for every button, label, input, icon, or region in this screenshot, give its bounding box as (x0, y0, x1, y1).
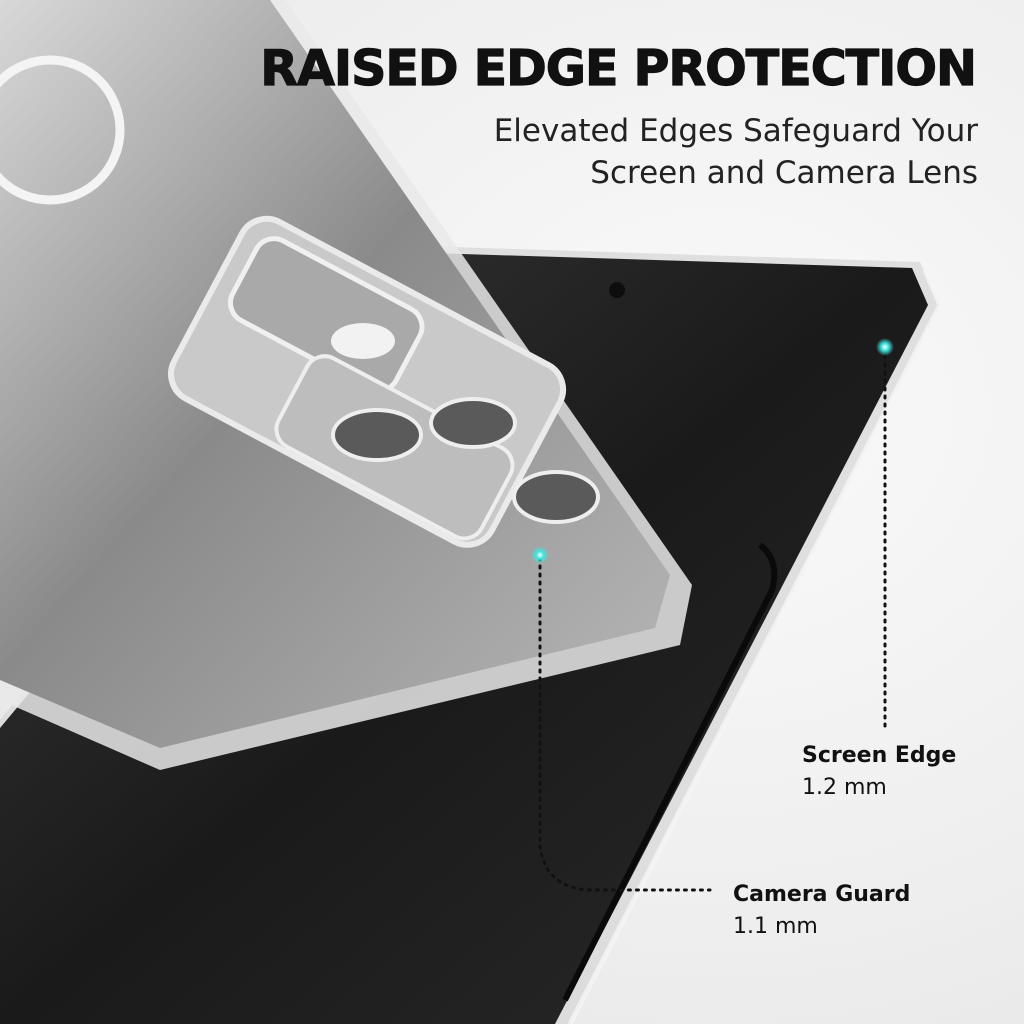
phone-back-with-case (0, 0, 692, 770)
subtitle-line-1: Elevated Edges Safeguard Your (493, 113, 978, 149)
camera-guard-leader-line (538, 556, 712, 892)
headline-subtitle: Elevated Edges Safeguard Your Screen and… (494, 110, 978, 194)
camera-guard-callout: Camera Guard 1.1 mm (733, 879, 910, 943)
camera-lens-1 (331, 408, 423, 462)
camera-lens-3 (512, 470, 600, 524)
callout-value: 1.1 mm (733, 914, 818, 939)
headline-title: RAISED EDGE PROTECTION (260, 39, 978, 97)
camera-guard-glow-dot (531, 546, 549, 564)
screen-edge-glow-dot (876, 338, 894, 356)
subtitle-line-2: Screen and Camera Lens (590, 155, 978, 191)
front-camera-icon (609, 282, 625, 298)
callout-value: 1.2 mm (802, 775, 887, 800)
callout-name: Screen Edge (802, 743, 957, 768)
flash-icon (331, 323, 395, 359)
camera-lens-2 (429, 397, 517, 449)
callout-name: Camera Guard (733, 882, 911, 907)
magsafe-ring (0, 55, 125, 205)
screen-edge-callout: Screen Edge 1.2 mm (802, 740, 956, 804)
